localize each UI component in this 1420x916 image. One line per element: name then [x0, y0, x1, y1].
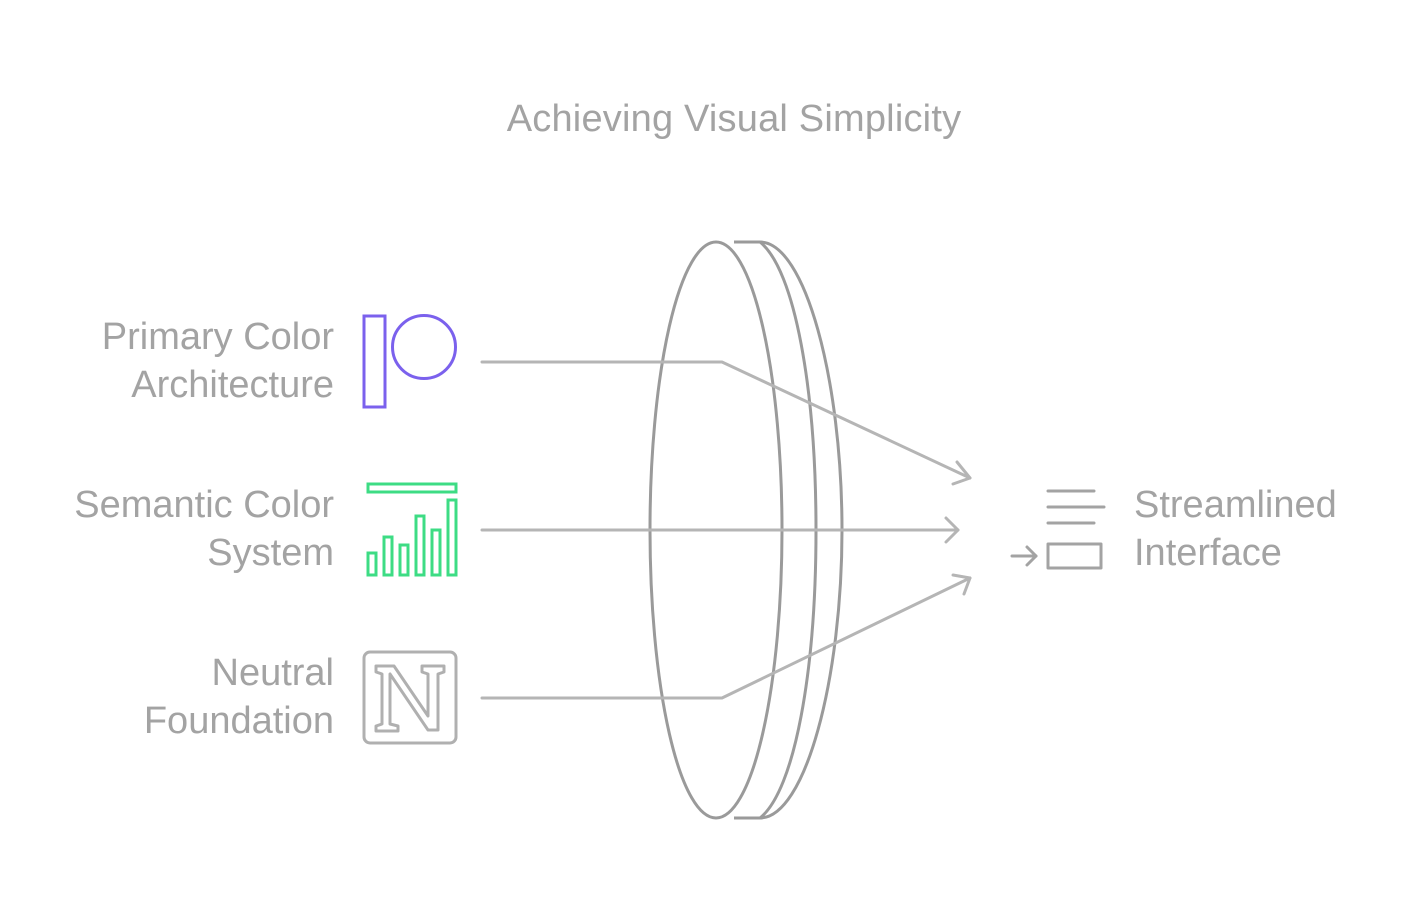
diagram-title: Achieving Visual Simplicity — [506, 98, 962, 140]
input-label-semantic-color: Semantic Color System — [74, 484, 334, 574]
connector-neutral — [480, 576, 972, 700]
interface-layout-icon — [1010, 489, 1106, 570]
arrowhead-semantic — [944, 516, 960, 544]
arrowhead-primary — [951, 460, 972, 486]
input-label-primary-color: Primary Color Architecture — [101, 316, 334, 406]
bar-chart-icon — [366, 482, 458, 577]
arrowhead-neutral — [951, 573, 972, 596]
input-label-neutral-foundation: Neutral Foundation — [143, 652, 334, 742]
notion-logo-icon — [362, 650, 458, 745]
output-label-streamlined-interface: Streamlined Interface — [1134, 484, 1337, 574]
connector-primary — [480, 360, 972, 480]
patreon-logo-icon — [362, 314, 457, 409]
